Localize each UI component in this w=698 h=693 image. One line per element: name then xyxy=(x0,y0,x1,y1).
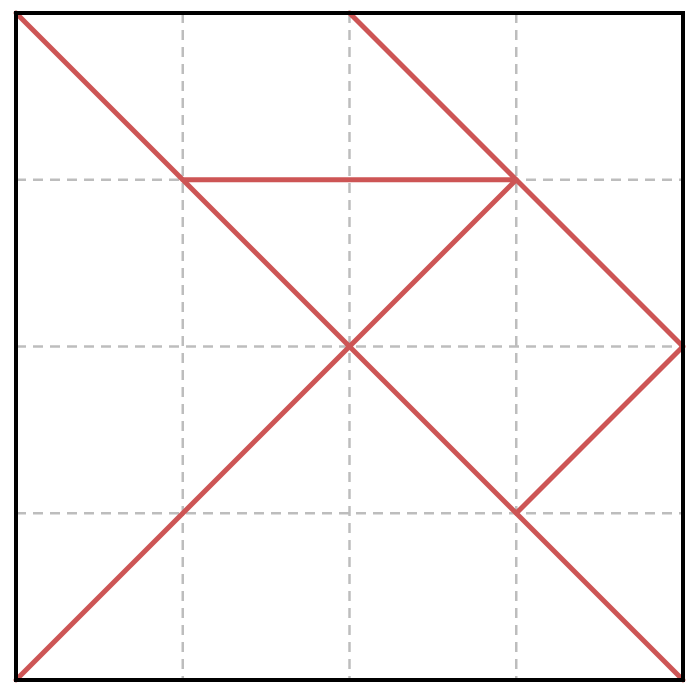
crease-lines xyxy=(13,10,686,683)
grid-lines xyxy=(16,13,683,680)
crease-segment-4 xyxy=(13,177,519,683)
square-border xyxy=(14,11,685,682)
crease-segment-5 xyxy=(513,344,686,516)
